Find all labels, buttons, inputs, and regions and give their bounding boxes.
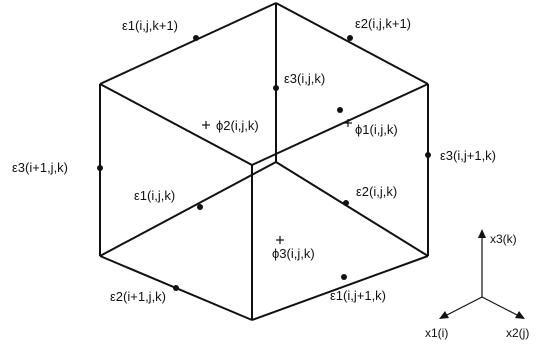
axis-x1-label: x1(i): [425, 326, 448, 340]
label-phi2: ϕ2(i,j,k): [216, 118, 259, 133]
point-e3-i1jk: [97, 165, 103, 171]
point-e3-ijk: [273, 85, 279, 91]
label-e1-ijk1: ε1(i,j,k+1): [122, 18, 178, 33]
label-phi1: ϕ1(i,j,k): [355, 122, 398, 137]
point-e1-ij1k: [341, 274, 347, 280]
label-e3-ij1k: ε3(i,j+1,k): [440, 148, 496, 163]
point-e3-ij1k: [425, 152, 431, 158]
label-e3-ijk: ε3(i,j,k): [284, 71, 325, 86]
axis-x3-arrowhead: [478, 229, 486, 238]
edge-top-back-right: [275, 2, 429, 85]
label-phi3: ϕ3(i,j,k): [272, 246, 315, 261]
axis-x2-arrowhead: [515, 311, 525, 319]
edge-bottom-back-left: [99, 161, 277, 257]
edge-top-front-left: [99, 83, 253, 166]
field-labels: ε1(i,j,k+1) ε2(i,j,k+1) ε3(i,j,k) ϕ2(i,j…: [12, 16, 496, 304]
point-e2-i1jk: [173, 285, 179, 291]
label-e2-ijk: ε2(i,j,k): [356, 184, 397, 199]
edge-top-back-left: [99, 2, 277, 85]
label-e2-i1jk: ε2(i+1,j,k): [110, 289, 166, 304]
cube-edges: [99, 2, 429, 321]
coordinate-axes: x3(k) x1(i) x2(j): [425, 229, 529, 340]
field-points: [97, 35, 431, 291]
point-e1-ijk1: [193, 35, 199, 41]
point-e1-ijk: [197, 204, 203, 210]
edge-bottom-back-right: [275, 161, 429, 257]
point-e2-ijk: [343, 200, 349, 206]
label-e2-ijk1: ε2(i,j,k+1): [355, 16, 411, 31]
label-e3-i1jk: ε3(i+1,j,k): [12, 160, 68, 175]
label-e1-ij1k: ε1(i,j+1,k): [330, 288, 386, 303]
axis-x3-label: x3(k): [490, 232, 517, 246]
axis-x1-arrowhead: [439, 311, 449, 319]
edge-bottom-front-right: [251, 255, 429, 321]
axis-x2-line: [481, 296, 520, 317]
face-center-markers: [202, 119, 352, 244]
edge-top-front-right: [251, 83, 429, 166]
point-phi1: [337, 107, 343, 113]
label-e1-ijk: ε1(i,j,k): [134, 188, 175, 203]
axis-x1-line: [444, 296, 483, 317]
point-e2-ijk1: [347, 35, 353, 41]
axis-x2-label: x2(j): [506, 326, 529, 340]
